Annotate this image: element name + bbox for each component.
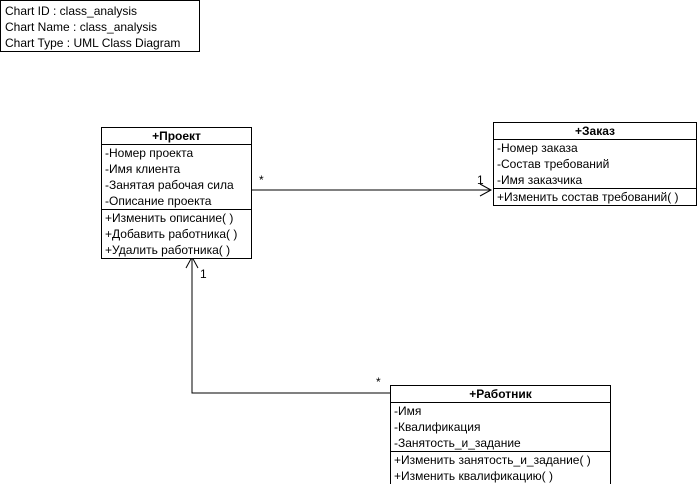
chart-type-label: Chart Type : UML Class Diagram [5, 36, 181, 50]
multiplicity-project-order-source: * [259, 173, 264, 187]
class-project-operation: +Изменить описание( ) [105, 211, 234, 225]
class-order-attributes: -Номер заказа -Состав требований -Имя за… [494, 140, 696, 189]
class-order-operation: +Изменить состав требований( ) [497, 190, 679, 204]
class-worker[interactable]: +Работник -Имя -Квалификация -Занятость_… [390, 385, 611, 484]
class-project-operation: +Удалить работника( ) [105, 243, 231, 257]
class-project-name: +Проект [102, 128, 251, 145]
multiplicity-worker-project-target: 1 [200, 267, 207, 281]
class-order-attribute: -Номер заказа [497, 141, 578, 155]
class-order-attribute: -Имя заказчика [497, 173, 583, 187]
chart-id-label: Chart ID : class_analysis [5, 4, 138, 18]
class-project-attribute: -Занятая рабочая сила [105, 178, 234, 192]
class-project-attribute: -Номер проекта [105, 146, 194, 160]
class-worker-attribute: -Квалификация [394, 420, 481, 434]
class-order-operations: +Изменить состав требований( ) [494, 189, 696, 205]
class-worker-name: +Работник [391, 386, 610, 403]
multiplicity-project-order-target: 1 [477, 173, 484, 187]
class-worker-attribute: -Занятость_и_задание [394, 436, 521, 450]
class-order-attribute: -Состав требований [497, 157, 610, 171]
multiplicity-worker-project-source: * [376, 375, 381, 389]
class-project-attribute: -Имя клиента [105, 162, 181, 176]
class-worker-attribute: -Имя [394, 404, 422, 418]
class-worker-operation: +Изменить квалификацию( ) [394, 469, 554, 483]
class-project-operations: +Изменить описание( ) +Добавить работник… [102, 210, 251, 258]
association-worker-project-line [191, 258, 390, 394]
class-project-operation: +Добавить работника( ) [105, 227, 238, 241]
class-project-attributes: -Номер проекта -Имя клиента -Занятая раб… [102, 145, 251, 210]
chart-name-label: Chart Name : class_analysis [5, 20, 158, 34]
class-order[interactable]: +Заказ -Номер заказа -Состав требований … [493, 122, 697, 206]
class-worker-operation: +Изменить занятость_и_задание( ) [394, 453, 591, 467]
class-order-name: +Заказ [494, 123, 696, 140]
class-project[interactable]: +Проект -Номер проекта -Имя клиента -Зан… [101, 127, 252, 259]
class-worker-operations: +Изменить занятость_и_задание( ) +Измени… [391, 452, 610, 484]
association-project-order-arrowhead [479, 183, 493, 197]
class-worker-attributes: -Имя -Квалификация -Занятость_и_задание [391, 403, 610, 452]
chart-info-box: Chart ID : class_analysis Chart Name : c… [0, 0, 200, 52]
class-project-attribute: -Описание проекта [105, 194, 212, 208]
